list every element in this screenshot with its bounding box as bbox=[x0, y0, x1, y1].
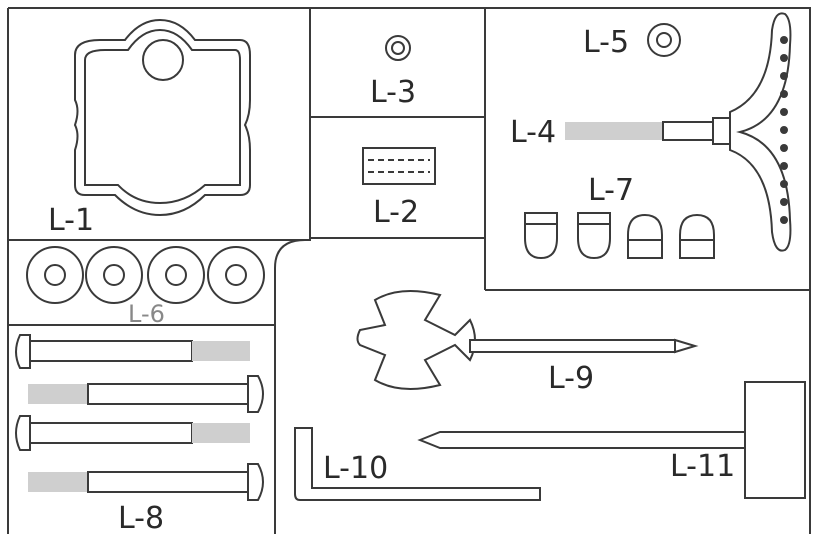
panel-borders bbox=[7, 7, 811, 534]
part-label: L-7 bbox=[588, 173, 634, 208]
part-label: L-5 bbox=[583, 25, 629, 60]
part-label: L-3 bbox=[370, 75, 416, 110]
part-label: L-6 bbox=[128, 300, 165, 328]
part-l7-cap-nuts bbox=[524, 212, 715, 260]
part-label: L-10 bbox=[323, 451, 388, 486]
part-label: L-4 bbox=[510, 115, 556, 150]
part-l2-sleeve bbox=[362, 147, 436, 185]
part-l5-washer bbox=[647, 23, 681, 57]
part-l11-tool bbox=[417, 381, 806, 499]
part-label: L-8 bbox=[118, 501, 164, 534]
part-label: L-2 bbox=[373, 195, 419, 230]
part-label: L-11 bbox=[670, 449, 735, 484]
part-label: L-1 bbox=[48, 203, 94, 238]
part-l3-spring-washer bbox=[385, 35, 411, 61]
part-l8-bolts bbox=[15, 334, 264, 501]
part-label: L-9 bbox=[548, 361, 594, 396]
part-l1-frame bbox=[73, 18, 251, 217]
part-l6-washers bbox=[26, 246, 265, 304]
part-l9-wrench bbox=[356, 290, 699, 390]
part-l4-handle-bolt bbox=[565, 12, 792, 252]
part-l10-allen-key bbox=[294, 427, 541, 501]
